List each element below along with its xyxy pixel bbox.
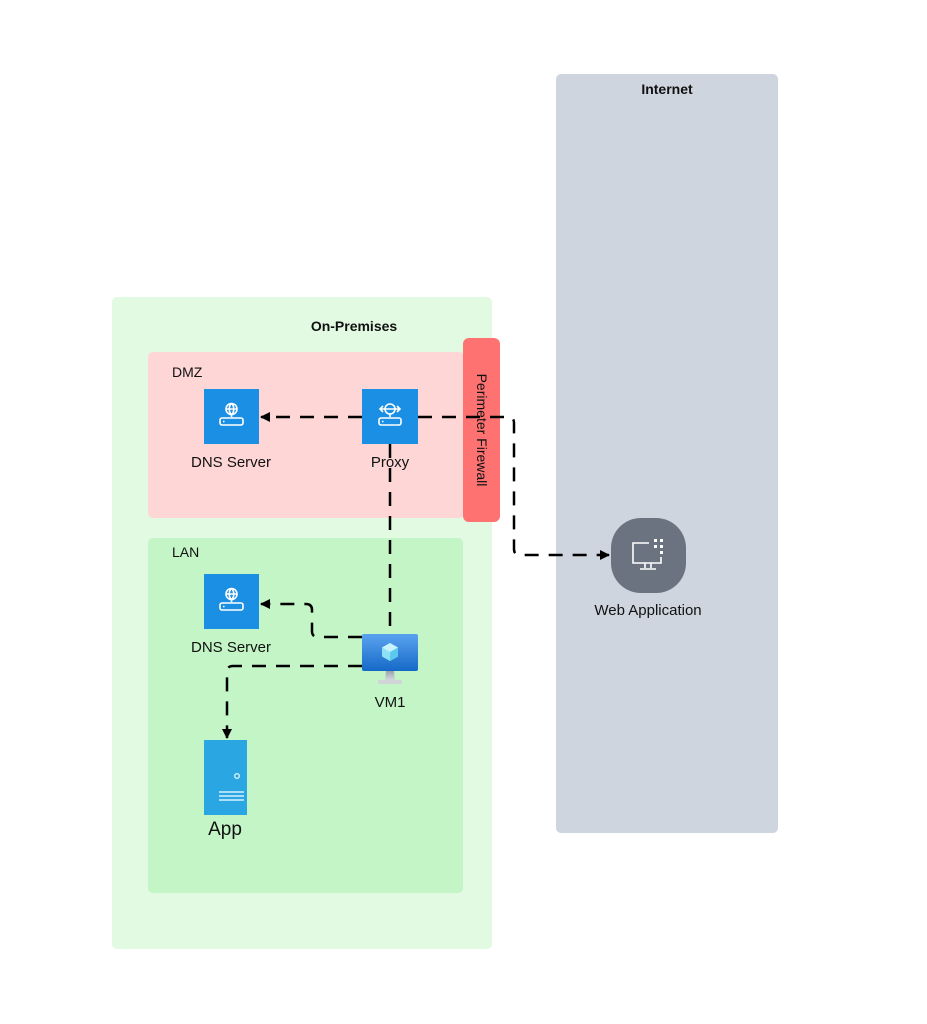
lan-dns-server-label: DNS Server	[190, 639, 272, 656]
dns-server-icon	[219, 587, 244, 611]
vm1-node[interactable]	[362, 634, 418, 686]
proxy-label: Proxy	[370, 454, 410, 471]
web-application-node[interactable]	[611, 518, 686, 593]
proxy-icon	[378, 403, 402, 426]
dns-server-icon	[219, 402, 244, 426]
internet-zone-title: Internet	[641, 81, 693, 97]
app-label: App	[208, 819, 242, 840]
dmz-dns-server-label: DNS Server	[190, 454, 272, 471]
app-server-icon	[219, 773, 244, 801]
lan-zone: LAN	[148, 538, 463, 893]
dmz-dns-server-node[interactable]	[204, 389, 259, 444]
vm1-label: VM1	[374, 694, 406, 711]
app-node[interactable]	[204, 740, 247, 815]
dmz-zone-label: DMZ	[172, 364, 203, 380]
perimeter-firewall[interactable]: Perimeter Firewall	[463, 338, 500, 522]
web-application-label: Web Application	[594, 602, 702, 619]
on-premises-zone-title: On-Premises	[310, 318, 398, 334]
web-application-icon	[632, 539, 663, 570]
perimeter-firewall-label: Perimeter Firewall	[473, 373, 490, 487]
virtual-machine-icon	[362, 634, 418, 684]
proxy-node[interactable]	[362, 389, 418, 444]
lan-zone-label: LAN	[172, 544, 200, 560]
internet-zone: Internet	[556, 74, 778, 833]
lan-dns-server-node[interactable]	[204, 574, 259, 629]
